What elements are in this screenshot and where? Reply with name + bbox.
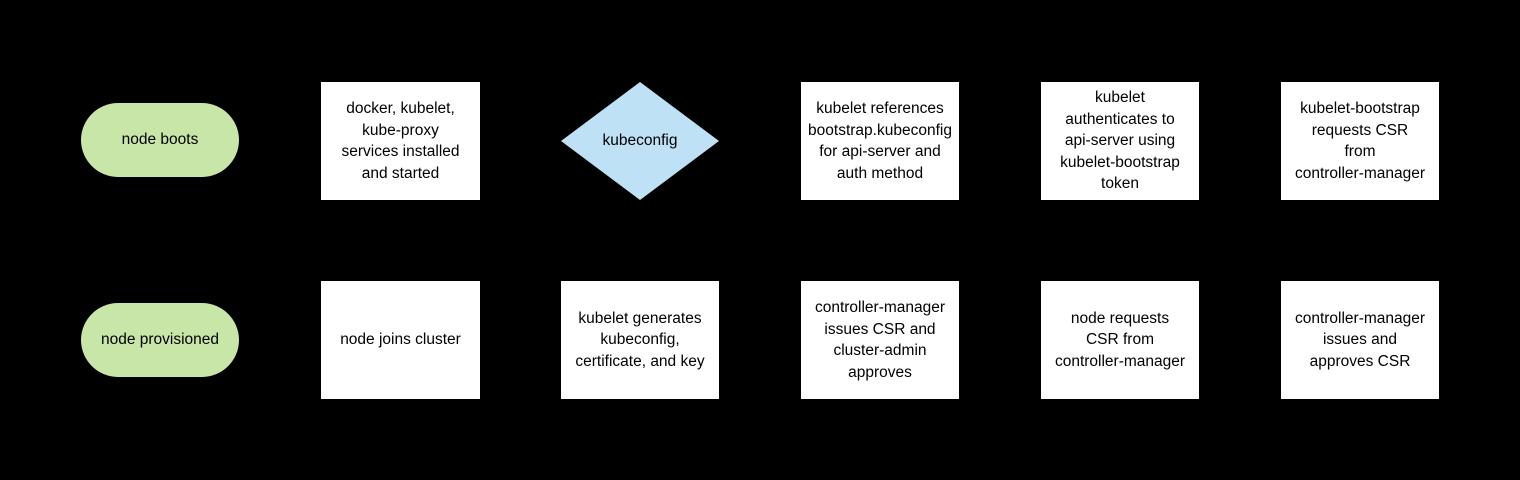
node-cm-issues-approves[interactable]: controller-manager issues and approves C… (1281, 281, 1439, 399)
node-kubelet-authenticates[interactable]: kubelet authenticates to api-server usin… (1041, 82, 1199, 200)
node-node-boots[interactable]: node boots (81, 103, 239, 177)
diamond-shape-icon (561, 82, 719, 200)
node-kubeconfig-label: kubeconfig (602, 132, 678, 150)
node-kubelet-generates[interactable]: kubelet generates kubeconfig, certificat… (561, 281, 719, 399)
node-node-requests-csr[interactable]: node requests CSR from controller-manage… (1041, 281, 1199, 399)
node-node-provisioned[interactable]: node provisioned (81, 303, 239, 377)
node-node-joins-cluster[interactable]: node joins cluster (321, 281, 480, 399)
node-kubelet-references[interactable]: kubelet references bootstrap.kubeconfig … (801, 82, 959, 200)
node-services-installed[interactable]: docker, kubelet, kube-proxy services ins… (321, 82, 480, 200)
node-kubeconfig-decision[interactable]: kubeconfig (561, 82, 719, 200)
node-bootstrap-requests-csr[interactable]: kubelet-bootstrap requests CSR from cont… (1281, 82, 1439, 200)
node-cm-issues-csr[interactable]: controller-manager issues CSR and cluste… (801, 281, 959, 399)
